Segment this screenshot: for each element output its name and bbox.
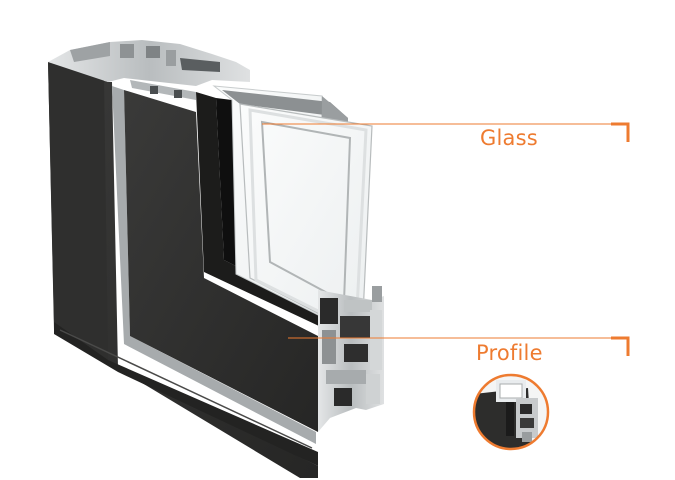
profile-callout bbox=[288, 336, 630, 356]
profile-label: Profile bbox=[476, 341, 543, 365]
corner-bracket-icon bbox=[611, 336, 630, 356]
corner-bracket-icon bbox=[611, 122, 630, 142]
top-profile-section bbox=[48, 40, 250, 100]
profile-detail-thumbnail bbox=[472, 373, 550, 451]
glass-unit bbox=[212, 85, 373, 337]
outer-frame bbox=[48, 62, 318, 478]
glass-label: Glass bbox=[480, 126, 538, 150]
glass-callout bbox=[262, 122, 630, 142]
bottom-profile-section bbox=[318, 286, 384, 432]
